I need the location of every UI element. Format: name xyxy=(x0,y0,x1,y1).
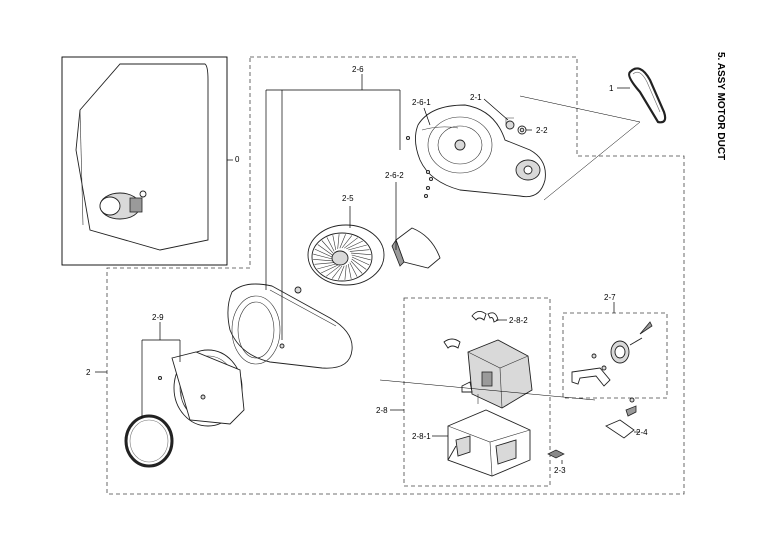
fan-blade xyxy=(350,260,363,274)
fan-blade xyxy=(332,235,337,251)
callout-2-6-2: 2-6-2 xyxy=(385,171,404,180)
fan-blade xyxy=(351,258,367,270)
drive-belt-drawing xyxy=(628,67,667,124)
fan-blade xyxy=(341,235,353,249)
callout-2-8: 2-8 xyxy=(376,406,388,415)
fan-blade xyxy=(344,237,358,249)
callout-0: 0 xyxy=(235,155,240,164)
fan-blade xyxy=(351,256,370,266)
fan-blade xyxy=(339,234,346,249)
fan-blade xyxy=(314,248,333,258)
fan-blade xyxy=(314,262,335,265)
fan-blade xyxy=(317,263,336,270)
callout-2-8-2: 2-8-2 xyxy=(509,316,528,325)
page-title: 5. ASSY MOTOR DUCT xyxy=(715,52,726,160)
fan-blade xyxy=(349,249,370,252)
fan-blade xyxy=(326,237,335,252)
rear-duct-housing-drawing xyxy=(415,104,546,198)
fan-blade xyxy=(331,265,343,279)
fan-blade xyxy=(348,244,367,251)
washer-part-2-2 xyxy=(517,125,527,135)
fan-blade xyxy=(326,265,340,277)
group-box-2 xyxy=(106,56,685,495)
callout-2-7: 2-7 xyxy=(604,293,616,302)
switch-part-2-4-drawing xyxy=(605,397,637,439)
group-box-2-7 xyxy=(562,312,668,399)
callout-2-2: 2-2 xyxy=(536,126,548,135)
front-duct-housing-drawing xyxy=(227,283,353,369)
gasket-ring-drawing xyxy=(124,414,174,468)
callout-2-1: 2-1 xyxy=(470,93,482,102)
fan-blade xyxy=(344,265,347,280)
callout-2-4: 2-4 xyxy=(636,428,648,437)
blower-fan-drawing xyxy=(307,224,385,286)
fan-blade xyxy=(317,244,333,256)
callout-2-9: 2-9 xyxy=(152,313,164,322)
group-box-0 xyxy=(61,56,228,266)
callout-2-5: 2-5 xyxy=(342,194,354,203)
callout-1: 1 xyxy=(609,84,614,93)
fan-blade xyxy=(347,263,352,279)
callout-2-8-1: 2-8-1 xyxy=(412,432,431,441)
fan-blade xyxy=(321,240,334,254)
callout-2-6: 2-6 xyxy=(352,65,364,74)
fan-blade xyxy=(338,265,345,280)
cabinet-assembly-drawing xyxy=(75,63,209,251)
clamps-2-8-2 xyxy=(443,311,499,349)
callout-2-6-1: 2-6-1 xyxy=(412,98,431,107)
motor-bracket-drawing xyxy=(447,409,531,477)
fan-blade xyxy=(313,253,333,260)
leader-lines xyxy=(95,74,641,464)
fan-blade xyxy=(321,264,338,274)
fan-blade xyxy=(313,259,334,262)
callout-2: 2 xyxy=(86,368,91,377)
callout-2-3: 2-3 xyxy=(554,466,566,475)
fan-blade xyxy=(351,254,371,261)
fan-blade xyxy=(349,262,358,277)
screws-2-6-2 xyxy=(405,135,434,199)
fan-blade xyxy=(346,240,363,250)
duct-flap-drawing xyxy=(391,227,441,269)
fan-blade xyxy=(350,252,371,255)
group-box-2-8 xyxy=(403,297,551,487)
idler-pulley-assembly-drawing xyxy=(571,321,653,387)
fan-blade xyxy=(337,234,340,249)
spring-part-2-3-drawing xyxy=(547,449,565,459)
front-ring-assembly-drawing xyxy=(157,349,245,427)
fan-nut xyxy=(294,286,302,294)
drive-motor-drawing xyxy=(461,339,533,409)
